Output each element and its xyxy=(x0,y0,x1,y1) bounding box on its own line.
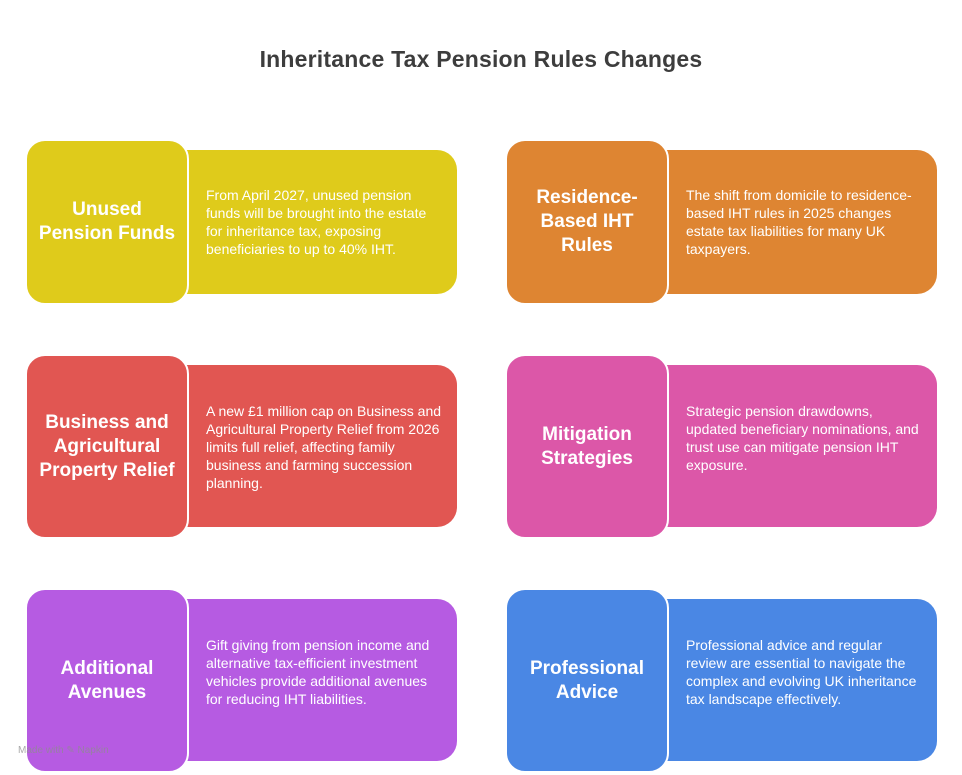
card-heading-tile: Professional Advice xyxy=(505,588,669,773)
card-heading-tile: Unused Pension Funds xyxy=(25,139,189,305)
card-heading-tile: Residence-Based IHT Rules xyxy=(505,139,669,305)
card-heading: Professional Advice xyxy=(529,657,645,703)
diagram-title: Inheritance Tax Pension Rules Changes xyxy=(259,46,703,72)
card-body: The shift from domicile to residence-bas… xyxy=(665,150,937,294)
card-heading-tile: Mitigation Strategies xyxy=(505,354,669,539)
card-heading: Business and Agricultural Property Relie… xyxy=(39,411,175,481)
card-body: Gift giving from pension income and alte… xyxy=(185,599,457,761)
card-unused-pension-funds: From April 2027, unused pension funds wi… xyxy=(25,139,457,305)
card-body: Professional advice and regular review a… xyxy=(665,599,937,761)
card-business-agricultural-property-relief: A new £1 million cap on Business and Agr… xyxy=(25,354,457,539)
card-body: A new £1 million cap on Business and Agr… xyxy=(185,365,457,527)
card-description: Strategic pension drawdowns, updated ben… xyxy=(686,403,919,473)
card-body: Strategic pension drawdowns, updated ben… xyxy=(665,365,937,527)
card-heading-tile: Additional Avenues xyxy=(25,588,189,773)
card-residence-based-iht-rules: The shift from domicile to residence-bas… xyxy=(505,139,937,305)
watermark: Made with ✎ Napkin xyxy=(18,745,109,756)
card-professional-advice: Professional advice and regular review a… xyxy=(505,588,937,773)
card-heading: Unused Pension Funds xyxy=(38,199,176,244)
card-heading: Additional Avenues xyxy=(60,657,154,703)
card-description: A new £1 million cap on Business and Agr… xyxy=(206,403,442,491)
card-description: Professional advice and regular review a… xyxy=(686,637,917,707)
card-heading: Residence-Based IHT Rules xyxy=(536,187,638,256)
card-body: From April 2027, unused pension funds wi… xyxy=(185,150,457,294)
card-description: From April 2027, unused pension funds wi… xyxy=(206,187,427,257)
card-heading-tile: Business and Agricultural Property Relie… xyxy=(25,354,189,539)
card-mitigation-strategies: Strategic pension drawdowns, updated ben… xyxy=(505,354,937,539)
card-description: The shift from domicile to residence-bas… xyxy=(686,187,912,257)
card-heading: Mitigation Strategies xyxy=(541,423,633,469)
card-description: Gift giving from pension income and alte… xyxy=(206,637,430,707)
card-additional-avenues: Gift giving from pension income and alte… xyxy=(25,588,457,773)
